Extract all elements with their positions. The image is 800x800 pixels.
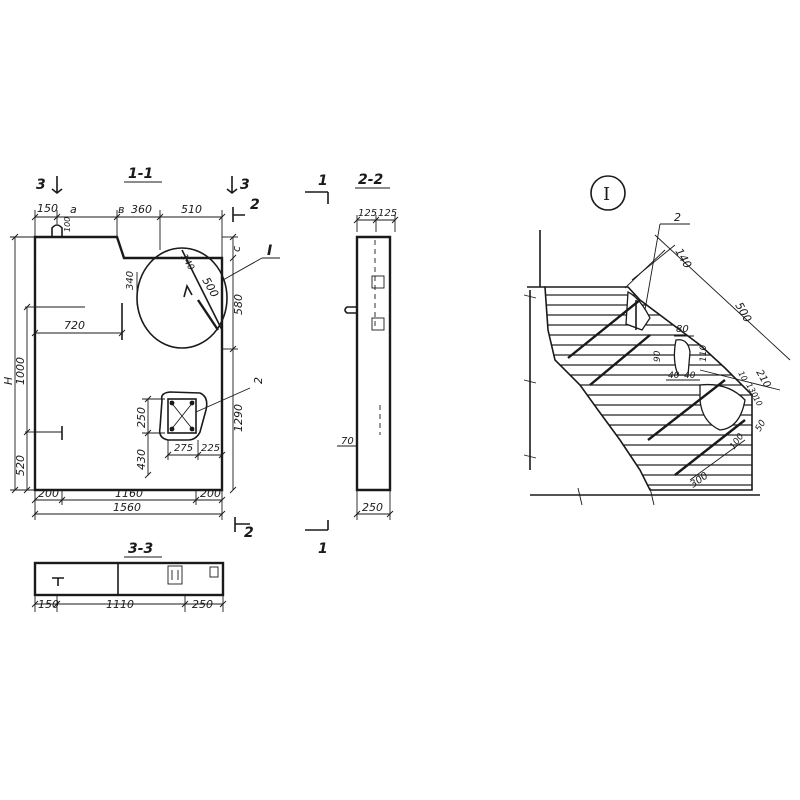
dim-500: 500	[199, 275, 221, 300]
dim-250: 250	[192, 598, 213, 611]
dim-720: 720	[64, 319, 85, 332]
dim-250: 250	[362, 501, 383, 514]
detail-I-title: I	[603, 184, 610, 205]
dim-275: 275	[174, 443, 193, 454]
view-1-1: 1-1 3 3 2 2	[2, 166, 280, 541]
detail-hatched-region	[544, 286, 753, 491]
detail-dim-500: 500	[732, 300, 754, 325]
detail-dim-90: 90	[653, 350, 663, 362]
dim-510: 510	[181, 203, 202, 216]
detail-dim-80: 80	[676, 324, 689, 335]
dim-225: 225	[201, 443, 220, 454]
detail-dim-10-a: 10	[736, 370, 749, 383]
view-2-2: 2-2 1 1 125 125 70 250	[305, 172, 399, 557]
detail-dim-40-a: 40	[668, 371, 680, 381]
detail-callout-2: 2	[674, 211, 681, 224]
dim-1290: 1290	[232, 404, 245, 432]
detail-I: I 2 140 500 80 90 110 40 40	[523, 175, 791, 506]
detail-dim-210: 210	[753, 368, 772, 390]
dim-100: 100	[63, 217, 72, 232]
dim-c: c	[230, 246, 243, 252]
dim-a: a	[70, 203, 77, 216]
dim-1160: 1160	[115, 487, 143, 500]
section-title-1-1: 1-1	[128, 166, 153, 182]
cut-label-1-bottom: 1	[318, 541, 328, 557]
detail-dim-140: 140	[672, 246, 694, 271]
dim-140: 140	[178, 253, 195, 273]
dim-150: 150	[37, 202, 58, 215]
section-title-2-2: 2-2	[358, 172, 383, 188]
section-title-3-3: 3-3	[128, 541, 153, 557]
dim-125-b: 125	[378, 208, 397, 219]
lower-opening	[158, 391, 208, 441]
dim-b: в	[118, 203, 124, 216]
dim-360: 360	[131, 203, 152, 216]
dim-1110: 1110	[106, 598, 134, 611]
dim-1560: 1560	[113, 501, 141, 514]
cut-label-2-top: 2	[250, 197, 260, 213]
cut-label-2-bottom: 2	[244, 525, 254, 541]
callout-2: 2	[252, 377, 265, 384]
detail-dim-40-b: 40	[684, 371, 696, 381]
detail-dim-50: 50	[754, 418, 769, 433]
cut-label-1-top: 1	[318, 173, 328, 189]
view-3-3: 3-3 150 1110 250	[31, 541, 227, 612]
callout-detail-I: I	[267, 243, 272, 259]
dim-430: 430	[135, 449, 148, 470]
dim-580: 580	[232, 294, 245, 315]
detail-dim-10-b: 10	[751, 395, 764, 408]
section-3-3-body	[33, 561, 225, 597]
dim-250: 250	[135, 407, 148, 428]
dim-H: H	[2, 377, 15, 385]
dim-1000: 1000	[14, 357, 27, 385]
cut-label-3-right: 3	[240, 177, 250, 193]
detail-I-marker	[590, 175, 626, 211]
dim-340: 340	[125, 271, 136, 290]
dim-70: 70	[341, 436, 354, 447]
dim-125-a: 125	[358, 208, 377, 219]
dim-200-right: 200	[200, 487, 221, 500]
dim-200-left: 200	[38, 487, 59, 500]
detail-dim-110: 110	[699, 345, 709, 362]
section-2-2-body	[355, 235, 392, 492]
dim-150: 150	[38, 598, 59, 611]
dim-520: 520	[14, 455, 27, 476]
cut-label-3-left: 3	[36, 177, 46, 193]
